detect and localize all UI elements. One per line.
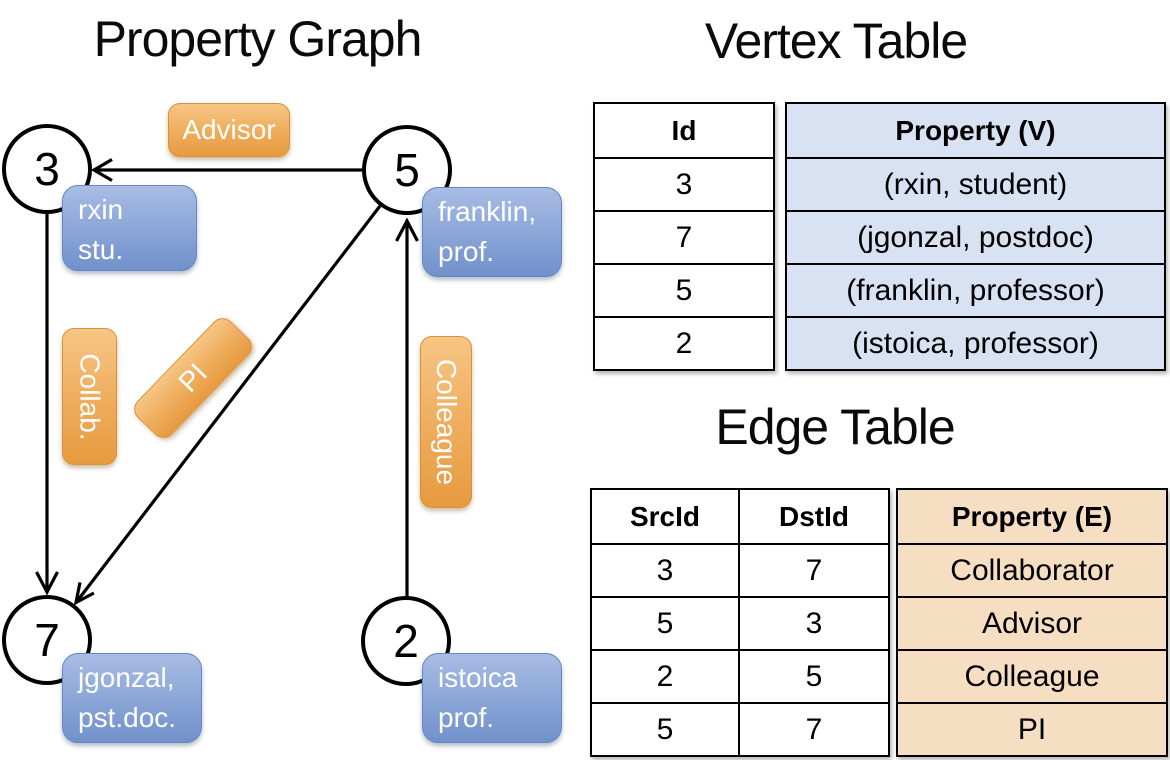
vertex-property-line: franklin, (438, 196, 537, 227)
table-row: 5 3 (592, 596, 888, 649)
edge-label-colleague: Colleague (420, 336, 472, 508)
table-row: 3 7 (592, 543, 888, 596)
vertex-table-property-cell: (jgonzal, postdoc) (787, 210, 1164, 263)
edge-table-src-cell: 5 (592, 704, 740, 755)
vertex-node-2-id: 2 (393, 615, 419, 667)
vertex-table-property-cell: (franklin, professor) (787, 263, 1164, 316)
vertex-property-line: rxin (78, 194, 124, 225)
edge-table-property-cell: PI (898, 702, 1166, 755)
edge-table-dst-cell: 3 (805, 606, 823, 640)
edge-table-title: Edge Table (715, 399, 955, 455)
vertex-table-id-cell: 5 (595, 263, 773, 316)
vertex-table-id-column: Id 3 7 5 2 (593, 102, 775, 371)
edge-table-dst-cell: 5 (805, 659, 823, 693)
edge-table-property-cell: Collaborator (898, 543, 1166, 596)
vertex-property-box-istoica: istoica prof. (422, 653, 562, 743)
edge-label-collab: Collab. (62, 328, 117, 465)
edge-table-header-srcid: SrcId (592, 490, 740, 543)
vertex-table-id-cell: 2 (595, 316, 773, 369)
vertex-property-line: prof. (438, 702, 495, 733)
edge-advisor-arrowhead-icon (90, 158, 113, 182)
vertex-node-5-id: 5 (394, 144, 420, 196)
edge-collab-arrowhead-icon (35, 571, 59, 596)
vertex-property-line: jgonzal, (78, 662, 175, 693)
edge-label-text: Colleague (431, 358, 463, 486)
edge-table: SrcId DstId 3 7 5 3 2 5 5 7 Property (E)… (590, 488, 1168, 757)
table-row: SrcId DstId (592, 490, 888, 543)
vertex-table: Id 3 7 5 2 Property (V) (rxin, student) … (593, 102, 1166, 371)
vertex-table-id-cell: 7 (595, 210, 773, 263)
vertex-property-line: prof. (438, 236, 495, 267)
edge-table-src-cell: 5 (592, 598, 740, 649)
vertex-node-3-id: 3 (34, 143, 60, 195)
edge-table-src-cell: 3 (592, 545, 740, 596)
vertex-property-line: pst.doc. (78, 702, 177, 733)
edge-table-property-cell: Colleague (898, 649, 1166, 702)
edge-table-dst-cell: 7 (805, 712, 823, 746)
edge-label-text: Collab. (74, 352, 106, 441)
vertex-table-header-id: Id (671, 114, 697, 146)
vertex-table-property-cell: (rxin, student) (787, 157, 1164, 210)
table-row: 5 7 (592, 702, 888, 755)
vertex-node-2: 2 (361, 596, 451, 686)
vertex-node-7-id: 7 (34, 614, 60, 666)
edge-table-header-dstid: DstId (779, 500, 849, 532)
property-graph-title: Property Graph (93, 11, 423, 67)
vertex-table-property-cell: (istoica, professor) (787, 316, 1164, 369)
vertex-table-header-property: Property (V) (895, 114, 1056, 146)
vertex-table-property-column: Property (V) (rxin, student) (jgonzal, p… (785, 102, 1166, 371)
vertex-table-title: Vertex Table (704, 13, 968, 69)
edge-pi-arrowhead-icon (73, 582, 95, 606)
edge-table-property-cell: Advisor (898, 596, 1166, 649)
vertex-table-id-cell: 3 (595, 157, 773, 210)
edge-label-text: PI (172, 357, 213, 398)
vertex-property-box-franklin: franklin, prof. (422, 187, 562, 277)
graph-edges-svg (35, 158, 419, 606)
vertex-property-box-jgonzal: jgonzal, pst.doc. (62, 653, 202, 743)
table-row: 2 5 (592, 649, 888, 702)
edge-table-property-column: Property (E) Collaborator Advisor Collea… (896, 488, 1168, 757)
edge-table-dst-cell: 7 (805, 553, 823, 587)
edge-table-header-property: Property (E) (951, 500, 1113, 532)
edge-label-advisor: Advisor (168, 103, 290, 157)
edge-label-text: Advisor (182, 114, 276, 145)
edge-colleague-arrowhead-icon (395, 217, 419, 242)
edge-table-id-columns: SrcId DstId 3 7 5 3 2 5 5 7 (590, 488, 890, 757)
vertex-property-line: stu. (78, 234, 124, 265)
vertex-property-line: istoica (438, 662, 518, 693)
vertex-property-box-rxin: rxin stu. (62, 185, 197, 271)
edge-table-src-cell: 2 (592, 651, 740, 702)
edge-pi-line (76, 205, 382, 601)
